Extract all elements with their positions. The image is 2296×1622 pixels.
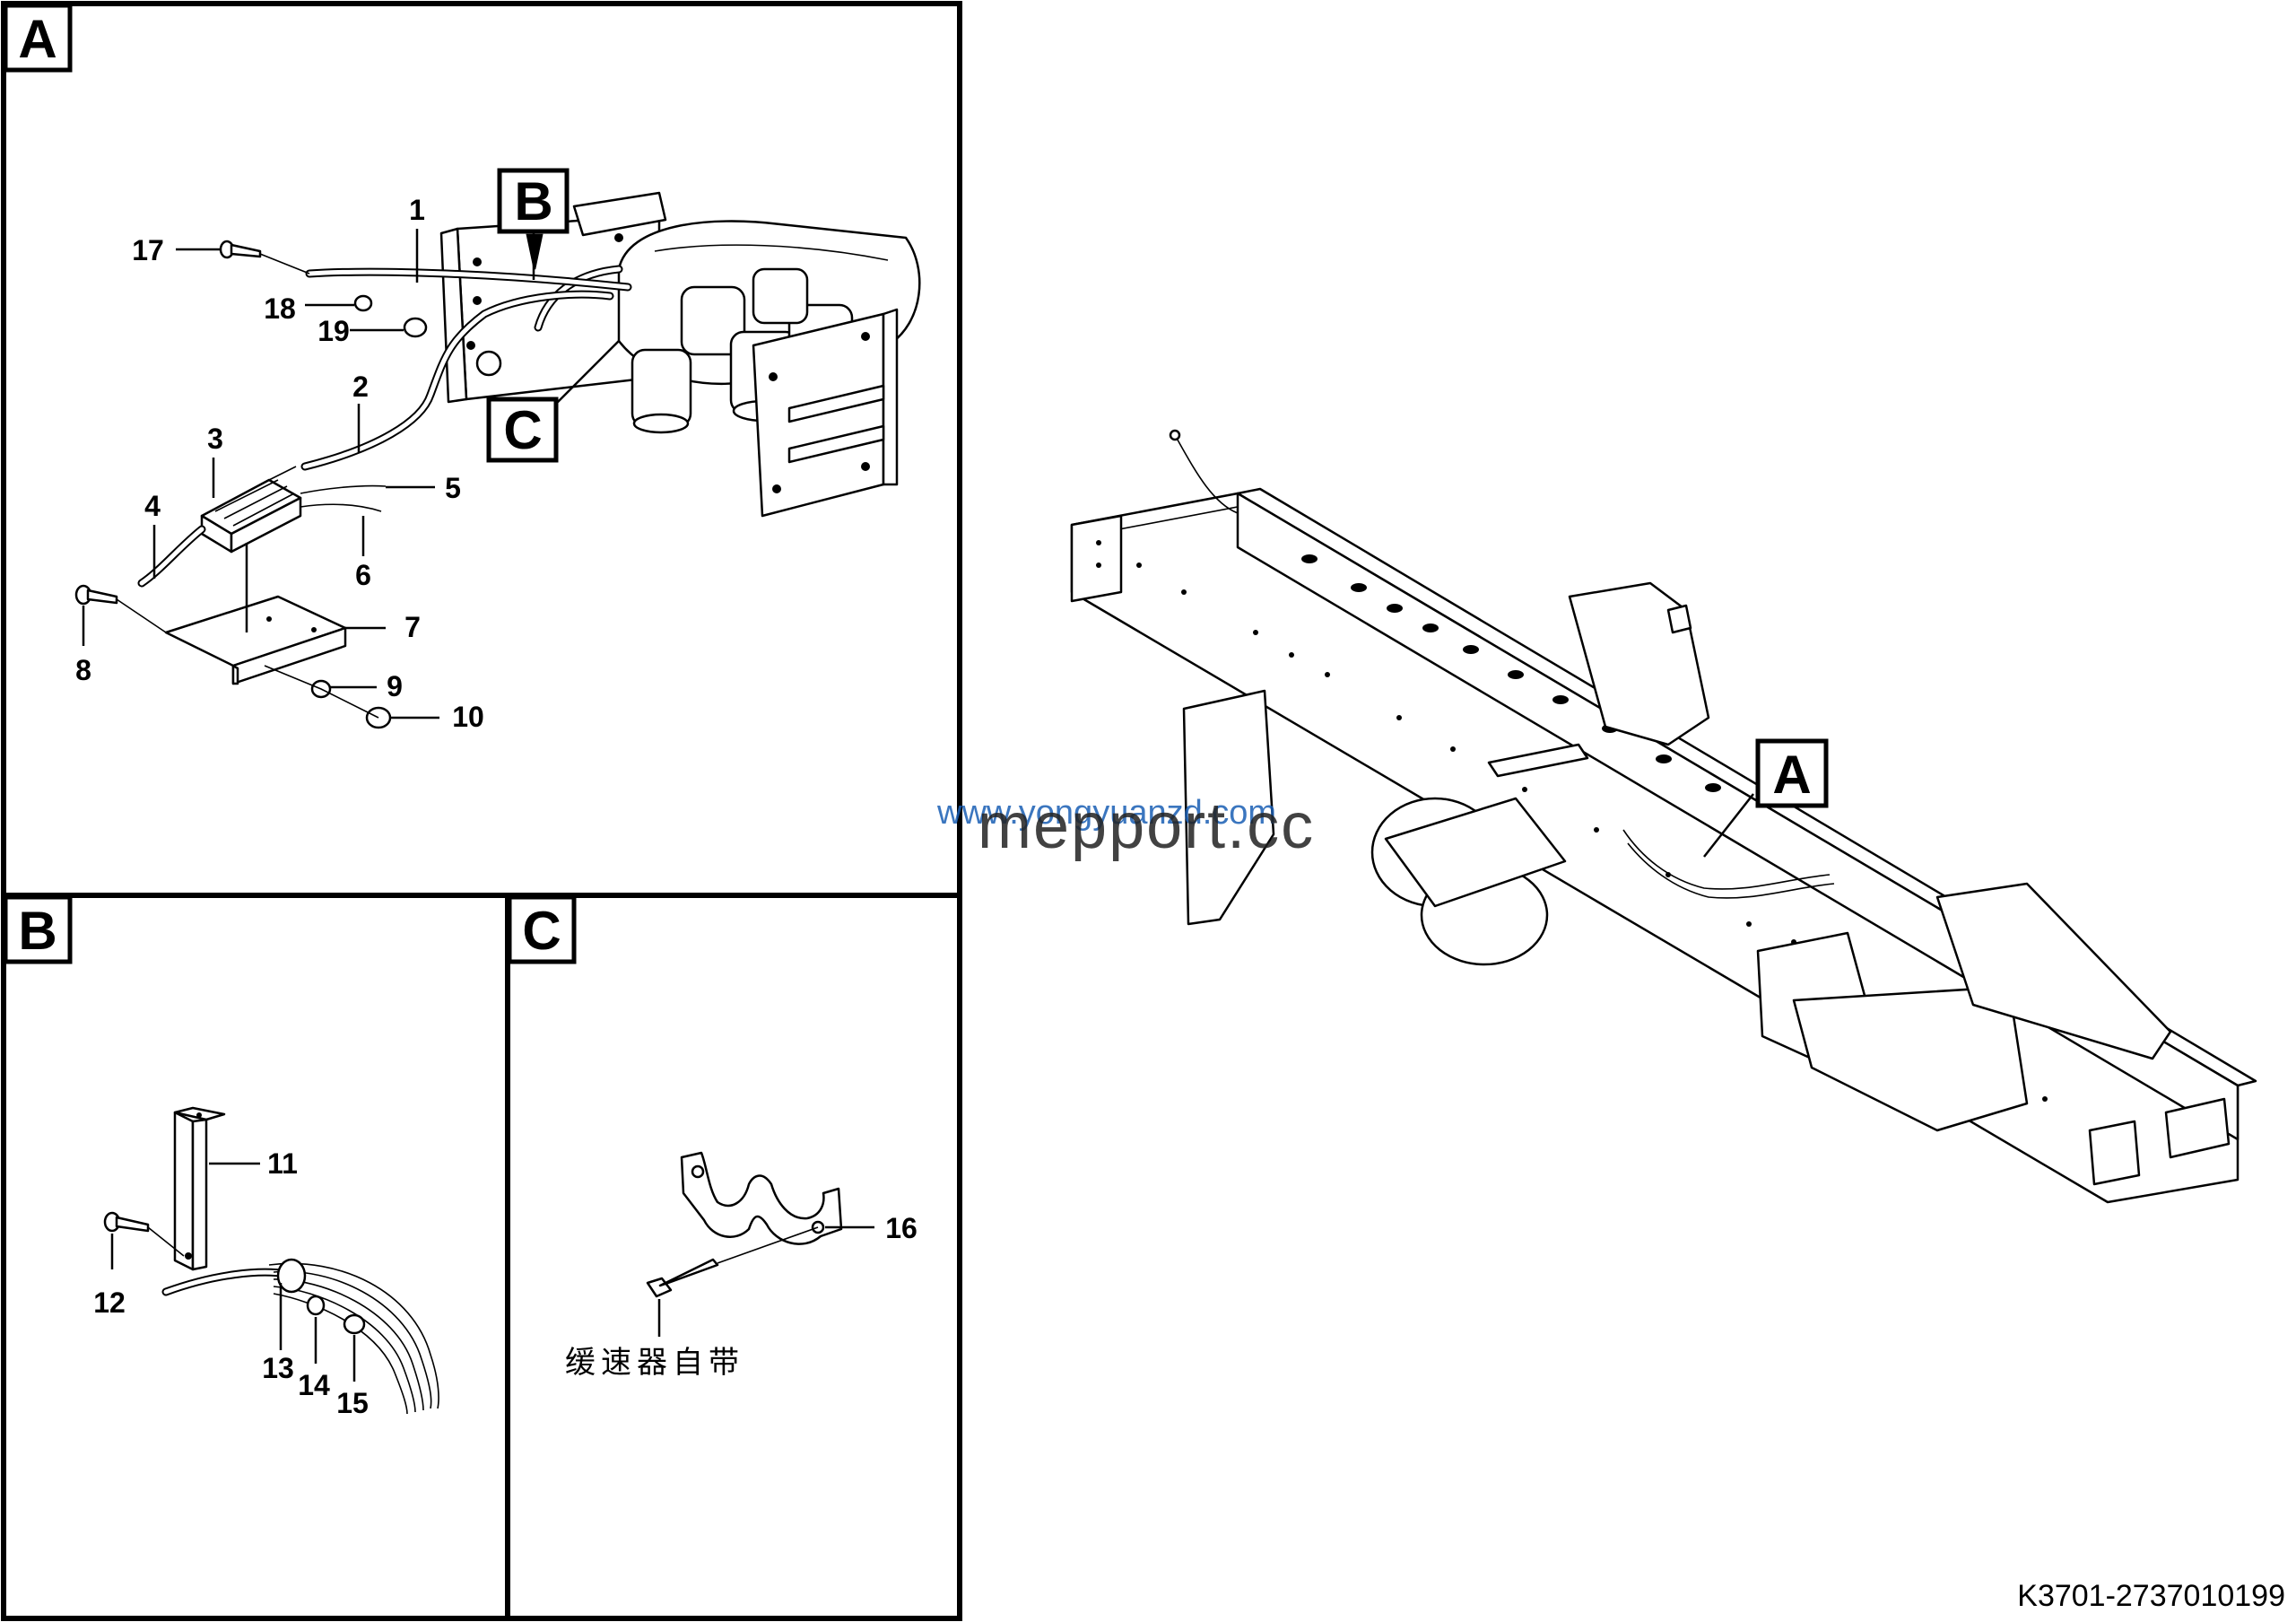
drawing-code: K3701-2737010199 bbox=[2017, 1579, 2285, 1613]
retarder-assembly bbox=[439, 191, 921, 518]
part-number-7: 7 bbox=[404, 611, 421, 643]
part-number-4: 4 bbox=[144, 490, 161, 522]
mounting-plate bbox=[164, 595, 347, 685]
svg-text:B: B bbox=[514, 171, 552, 231]
leaders-panel-c bbox=[657, 1225, 874, 1337]
part-number-13: 13 bbox=[262, 1352, 294, 1384]
part-number-17: 17 bbox=[132, 234, 164, 266]
callout-b: B bbox=[497, 168, 570, 234]
svg-text:C: C bbox=[503, 400, 542, 460]
part-number-18: 18 bbox=[264, 292, 296, 325]
svg-text:A: A bbox=[1772, 745, 1811, 805]
cable-harness bbox=[300, 267, 632, 471]
clip-bracket-11 bbox=[173, 1106, 226, 1271]
washer-18 bbox=[353, 294, 373, 312]
panel-c-tag: C bbox=[507, 894, 577, 964]
bolt-clamp bbox=[646, 1226, 819, 1298]
chassis-frame bbox=[1070, 429, 2257, 1204]
part-number-1: 1 bbox=[409, 194, 425, 226]
svg-text:B: B bbox=[18, 901, 57, 961]
part-number-16: 16 bbox=[885, 1212, 918, 1244]
double-clamp-16 bbox=[680, 1151, 843, 1245]
svg-text:C: C bbox=[522, 901, 561, 961]
part-number-9: 9 bbox=[387, 670, 403, 702]
panel-c-frame bbox=[505, 893, 962, 1621]
hose-bundle bbox=[161, 1258, 439, 1415]
part-number-12: 12 bbox=[93, 1286, 126, 1319]
part-number-11: 11 bbox=[267, 1147, 298, 1180]
wire-5 bbox=[300, 484, 387, 494]
bolt-12 bbox=[103, 1211, 185, 1257]
part-number-2: 2 bbox=[352, 371, 369, 403]
part-number-10: 10 bbox=[452, 701, 484, 733]
panel-a-tag: A bbox=[3, 3, 73, 73]
callout-c: C bbox=[486, 397, 559, 463]
part-number-19: 19 bbox=[317, 315, 350, 347]
part-number-5: 5 bbox=[445, 472, 461, 504]
watermark-url: www.yongyuanzd.com bbox=[936, 794, 1276, 832]
callout-a-chassis: A bbox=[1755, 738, 1829, 808]
bolt-8 bbox=[74, 584, 167, 633]
nut-19 bbox=[403, 317, 428, 338]
part-number-6: 6 bbox=[355, 559, 371, 591]
svg-text:A: A bbox=[18, 9, 57, 69]
controller-module bbox=[200, 466, 302, 554]
part-number-14: 14 bbox=[298, 1369, 330, 1401]
leaders-panel-b bbox=[110, 1162, 356, 1382]
bolt-17 bbox=[219, 240, 310, 275]
part-number-3: 3 bbox=[207, 423, 223, 455]
watermark-brand: mepport.cc bbox=[978, 790, 1315, 862]
part-number-15: 15 bbox=[336, 1387, 369, 1419]
part-number-8: 8 bbox=[75, 654, 91, 686]
wire-6 bbox=[300, 503, 382, 512]
panel-b-tag: B bbox=[3, 894, 73, 964]
note-self-supplied: 缓速器自带 bbox=[565, 1345, 744, 1381]
panel-b-frame bbox=[1, 893, 510, 1621]
